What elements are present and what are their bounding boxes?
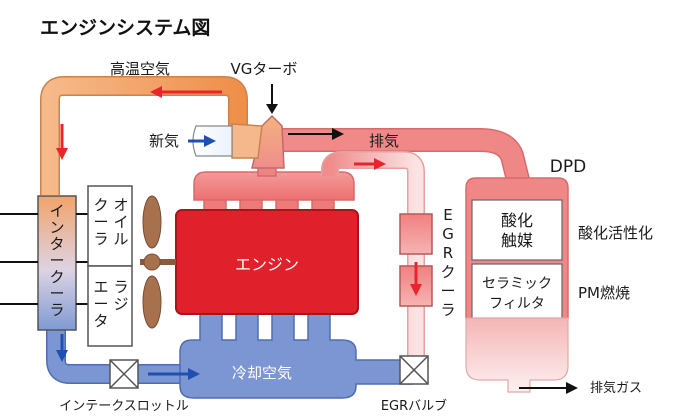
pm-combustion-label: PM燃焼 — [578, 284, 630, 302]
radLabel-char: ラ — [113, 278, 128, 296]
intercoolerLabel-char: ク — [49, 268, 64, 286]
hot-air-arrow-left — [56, 124, 68, 160]
intercoolerLabel-char: ー — [49, 252, 64, 270]
intake-manifold — [179, 309, 413, 399]
oilLabel-char: ル — [113, 230, 128, 248]
dpd-label: DPD — [550, 157, 586, 177]
egrLabel-char: R — [443, 244, 453, 262]
intercoolerLabel-char: ン — [49, 219, 64, 237]
radLabel-char: エ — [93, 278, 108, 296]
oilLabel-char: ラ — [93, 230, 108, 248]
egr-cooler — [399, 213, 433, 307]
intercooler — [37, 195, 77, 331]
radLabel-char: タ — [93, 312, 108, 330]
oxLabel-line: 触媒 — [501, 231, 533, 250]
ambient-air-lines — [0, 213, 88, 305]
intercoolerLabel-char: ラ — [49, 301, 64, 319]
intake-throttle-label: インテークスロットル — [59, 399, 189, 414]
intercoolerLabel-char: ー — [49, 285, 64, 303]
cfLabel-line: フィルタ — [489, 296, 545, 312]
egrLabel-char: G — [442, 225, 454, 243]
engine-label: エンジン — [235, 255, 299, 274]
exhaust-label: 排気 — [369, 132, 399, 150]
cooled-air-label: 冷却空気 — [232, 364, 292, 382]
hot-air-pipe — [40, 76, 248, 195]
egr-flow-arrow-top — [354, 158, 386, 170]
oil-cooler — [87, 185, 133, 267]
hot-air-label: 高温空気 — [110, 60, 170, 78]
egr-pipe — [321, 151, 425, 360]
fresh-air-label: 新気 — [149, 132, 179, 150]
fan-icon — [140, 195, 176, 329]
exhaust-arrow — [288, 128, 344, 140]
dpd-unit — [465, 177, 569, 393]
vg-turbo-arrow — [266, 84, 278, 114]
cooled-air-arrow-down — [56, 334, 68, 362]
egr-valve-label: EGRバルブ — [381, 398, 447, 414]
exhaust-gas-arrow — [519, 382, 578, 394]
oxidation-activation-label: 酸化活性化 — [578, 224, 653, 242]
page-title: エンジンシステム図 — [40, 17, 210, 39]
egrLabel-char: ー — [440, 282, 455, 300]
hot-air-arrow-top — [150, 86, 222, 98]
vg-turbo-label: VGターボ — [231, 60, 298, 78]
cooled-air-arrow-right — [148, 368, 200, 380]
intercoolerLabel-char: イ — [49, 202, 64, 220]
oilLabel-char: イ — [113, 213, 128, 231]
intake-throttle[interactable] — [109, 359, 139, 389]
cooled-air-pipe — [46, 330, 200, 384]
oilLabel-char: オ — [113, 196, 128, 214]
oilLabel-char: ー — [93, 213, 108, 231]
intercoolerLabel-char: タ — [49, 235, 64, 253]
egrLabel-char: ラ — [440, 301, 455, 319]
radLabel-char: ジ — [113, 295, 128, 313]
egr-flow-arrow-down — [410, 262, 422, 296]
egrLabel-char: E — [443, 206, 452, 224]
exhaust-pipe — [268, 128, 530, 183]
radLabel-char: ー — [93, 295, 108, 313]
radiator — [87, 265, 133, 347]
exhaust-gas-label: 排気ガス — [590, 380, 642, 396]
egr-valve[interactable] — [399, 355, 429, 385]
oxLabel-line: 酸化 — [501, 211, 533, 230]
vg-turbo — [231, 114, 285, 169]
fresh-air-arrow — [188, 135, 216, 147]
oilLabel-char: ク — [93, 196, 108, 214]
cfLabel-line: セラミック — [482, 276, 552, 292]
egrLabel-char: ク — [440, 263, 455, 281]
